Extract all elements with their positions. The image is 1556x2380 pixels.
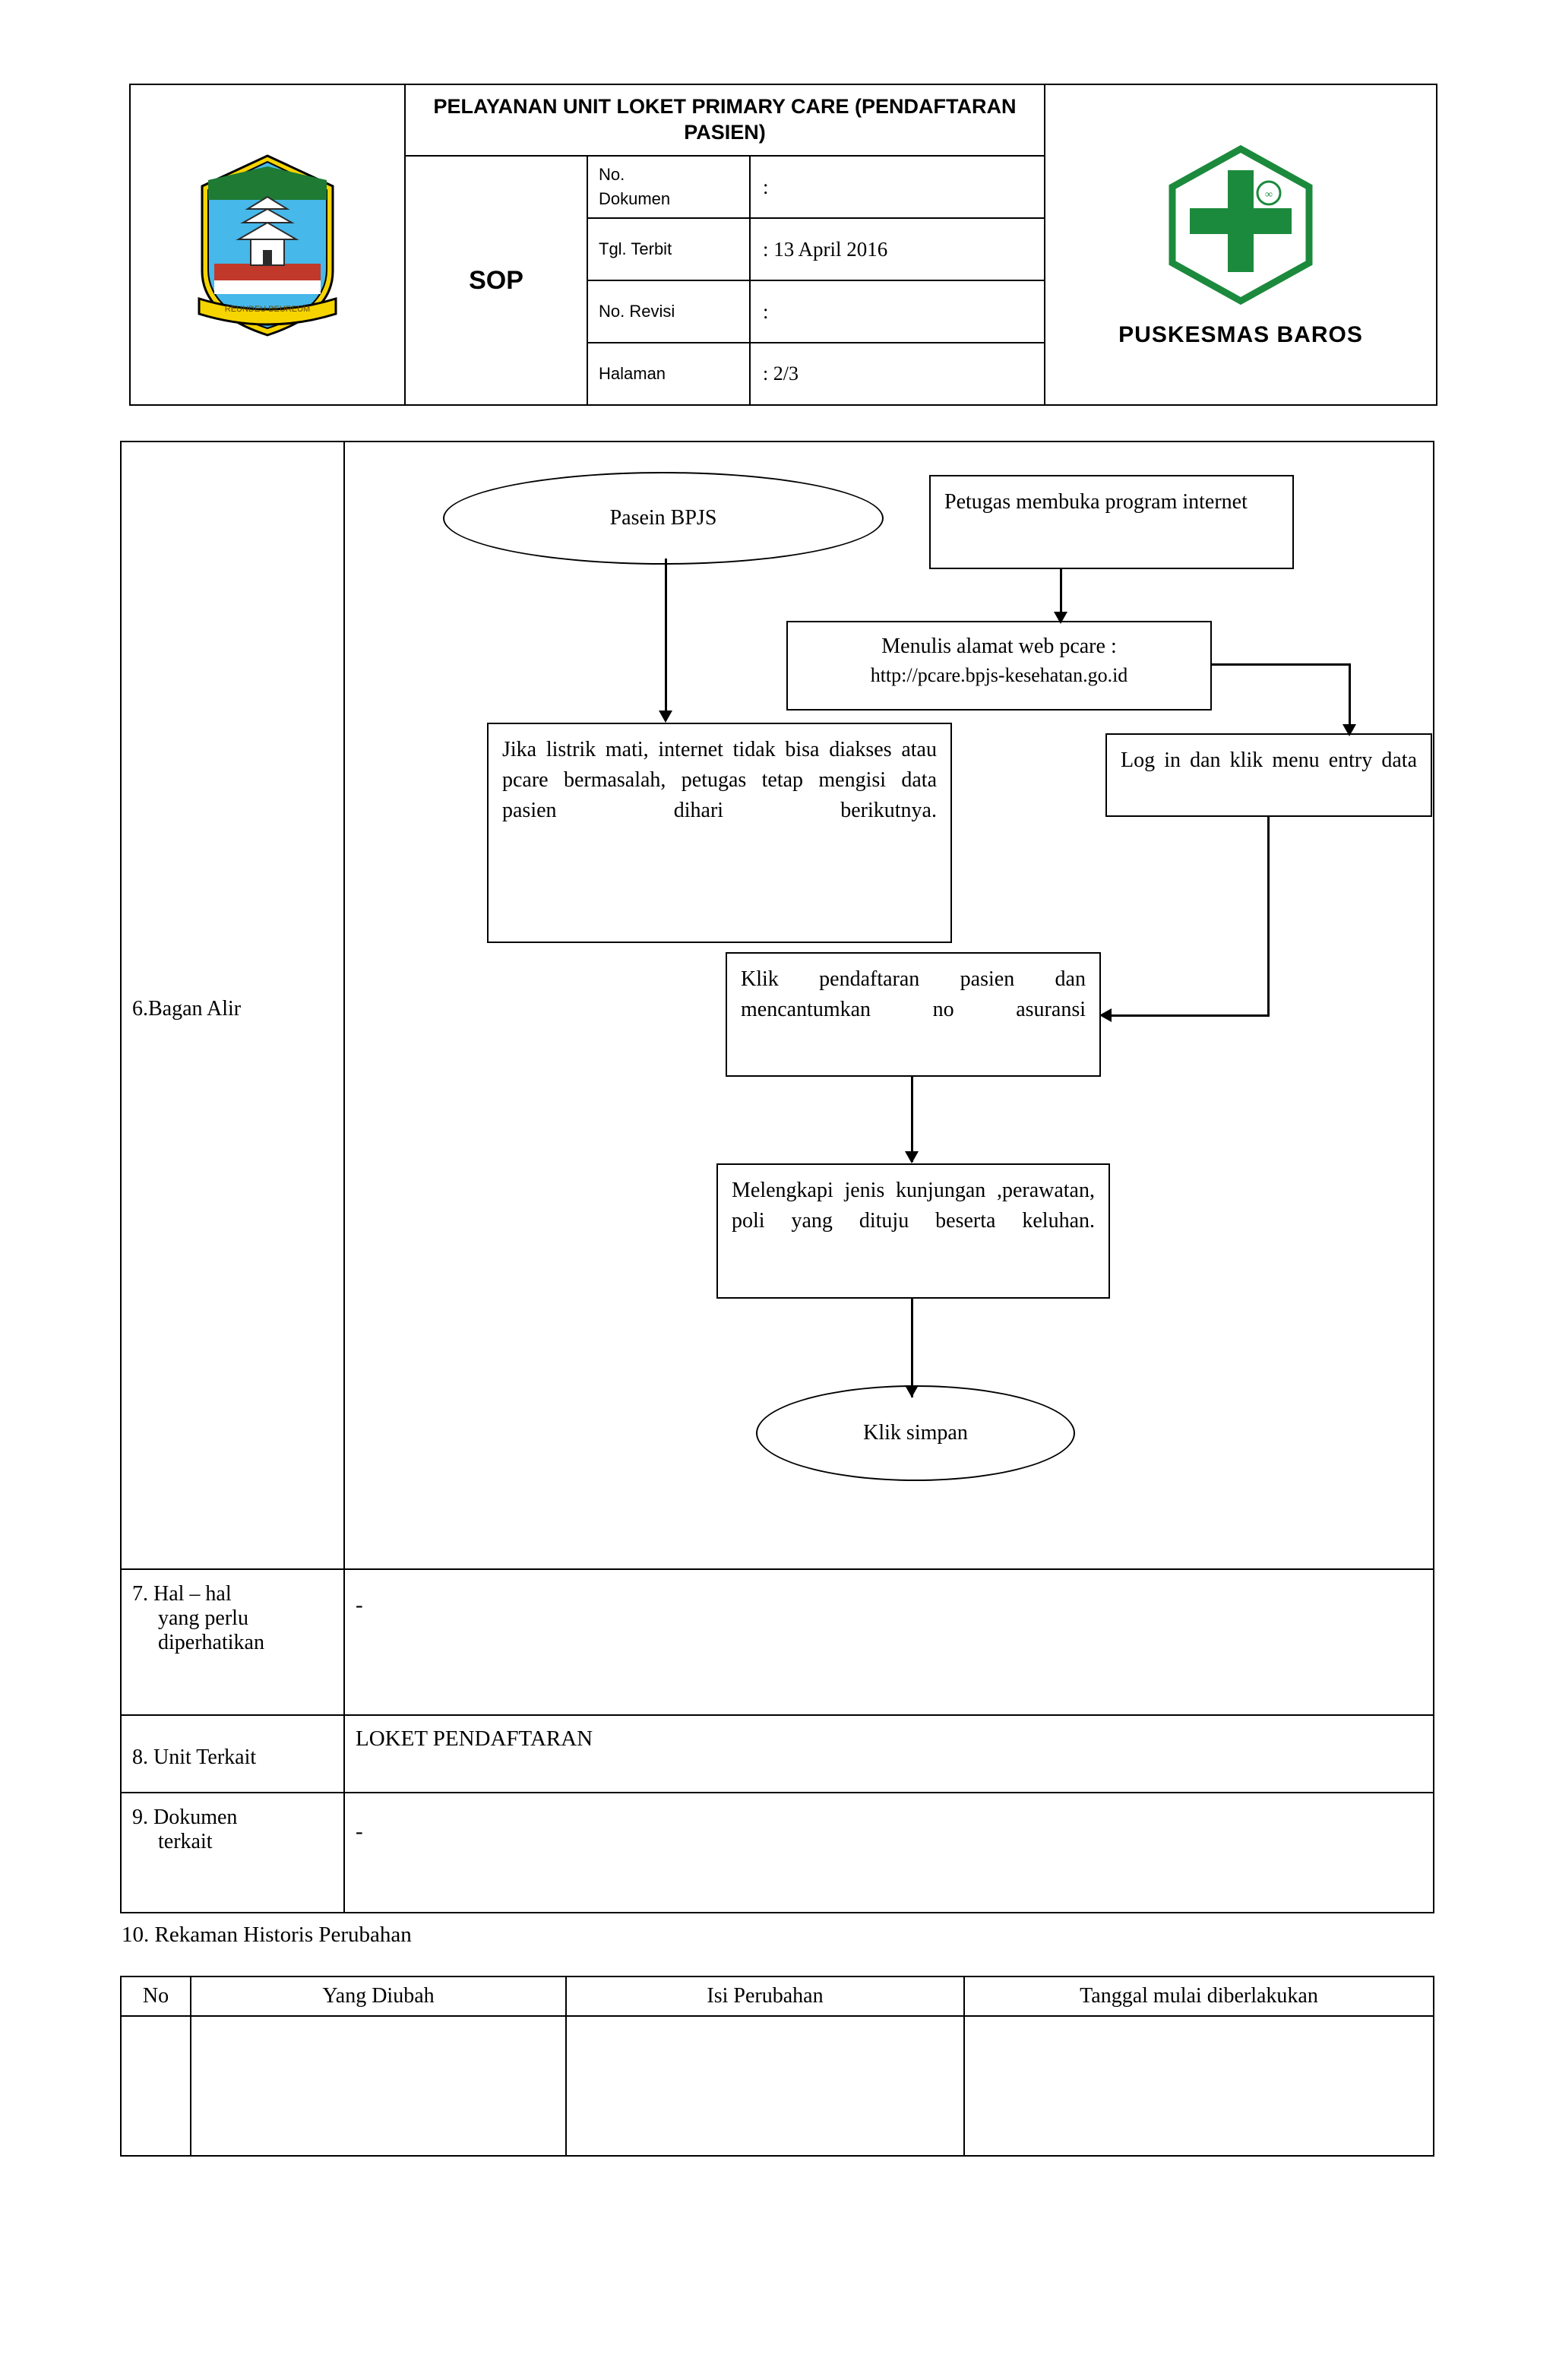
connector-buka-to-alamat <box>1060 569 1062 621</box>
meta-key-halaman: Halaman <box>588 343 751 404</box>
value-hal-hal: - <box>343 1568 1434 1716</box>
flow-node-alamat-web: Menulis alamat web pcare : http://pcare.… <box>786 621 1212 711</box>
flow-node-klik-simpan: Klik simpan <box>756 1385 1075 1481</box>
connector-alamat-right <box>1210 663 1350 666</box>
label-bagan-alir: 6.Bagan Alir <box>120 441 345 1570</box>
label-unit-terkait: 8. Unit Terkait <box>120 1714 345 1793</box>
city-emblem-icon: REUNDEU BEUREUM <box>198 154 337 337</box>
label-hal-hal-line1: 7. Hal – hal <box>132 1582 232 1606</box>
meta-key-line1: No. <box>599 165 625 185</box>
history-title: 10. Rekaman Historis Perubahan <box>122 1923 412 1947</box>
flow-node-listrik-mati-label: Jika listrik mati, internet tidak bisa d… <box>502 738 937 822</box>
row-bagan-alir: 6.Bagan Alir Pasein BPJS Petugas membuka… <box>120 441 1434 1570</box>
history-col-no: No <box>120 1976 191 2017</box>
svg-text:∞: ∞ <box>1265 189 1273 201</box>
label-dokumen-terkait-line2: terkait <box>158 1830 213 1853</box>
sop-label: SOP <box>406 157 588 404</box>
puskesmas-cell: ∞ PUSKESMAS BAROS <box>1045 85 1436 404</box>
meta-key-line2: Dokumen <box>599 189 671 208</box>
puskesmas-name: PUSKESMAS BAROS <box>1118 322 1363 347</box>
flow-node-start-label: Pasein BPJS <box>609 506 717 530</box>
meta-row-halaman: Halaman : 2/3 <box>588 343 1044 404</box>
flow-node-buka-program-label: Petugas membuka program internet <box>944 490 1248 514</box>
header-meta-rows: No. Dokumen : Tgl. Terbit : 13 April 201… <box>588 157 1044 404</box>
connector-login-down <box>1267 815 1270 1016</box>
connector-klik-to-melengkapi <box>911 1077 913 1162</box>
connector-login-left <box>1102 1014 1270 1017</box>
flow-node-login: Log in dan klik menu entry data <box>1105 733 1432 817</box>
history-header-row: No Yang Diubah Isi Perubahan Tanggal mul… <box>120 1976 1434 2017</box>
label-hal-hal-line2: yang perlu <box>158 1606 248 1630</box>
history-cell-isi-perubahan <box>565 2015 965 2157</box>
cell-flowchart: Pasein BPJS Petugas membuka program inte… <box>343 441 1434 1570</box>
value-unit-terkait: LOKET PENDAFTARAN <box>343 1714 1434 1793</box>
meta-key-no-revisi: No. Revisi <box>588 281 751 342</box>
document-title: PELAYANAN UNIT LOKET PRIMARY CARE (PENDA… <box>406 85 1044 157</box>
green-cross-icon: ∞ <box>1169 144 1313 305</box>
flow-node-melengkapi: Melengkapi jenis kunjungan ,perawatan, p… <box>716 1163 1110 1299</box>
meta-value-no-revisi: : <box>763 299 769 323</box>
connector-alamat-down <box>1349 663 1351 735</box>
flow-node-buka-program: Petugas membuka program internet <box>929 475 1294 569</box>
flow-node-listrik-mati: Jika listrik mati, internet tidak bisa d… <box>487 723 952 943</box>
flowchart: Pasein BPJS Petugas membuka program inte… <box>346 443 1432 1568</box>
history-col-tanggal: Tanggal mulai diberlakukan <box>963 1976 1434 2017</box>
city-emblem-cell: REUNDEU BEUREUM <box>131 85 406 404</box>
arrow-buka-to-alamat <box>1054 612 1067 624</box>
arrow-login-to-klik <box>1099 1008 1112 1022</box>
value-dokumen-terkait: - <box>343 1792 1434 1913</box>
history-table: No Yang Diubah Isi Perubahan Tanggal mul… <box>120 1976 1434 2157</box>
arrow-melengkapi-to-simpan <box>905 1385 919 1397</box>
connector-start-to-listrik <box>665 559 667 720</box>
flow-node-klik-simpan-label: Klik simpan <box>863 1421 968 1445</box>
arrow-start-to-listrik <box>659 711 672 723</box>
flow-node-login-label: Log in dan klik menu entry data <box>1121 748 1417 772</box>
meta-row-no-dokumen: No. Dokumen : <box>588 157 1044 219</box>
meta-value-tgl-terbit: : 13 April 2016 <box>763 237 888 261</box>
flow-node-start: Pasein BPJS <box>443 472 884 565</box>
label-hal-hal-line3: diperhatikan <box>158 1631 264 1654</box>
connector-melengkapi-to-simpan <box>911 1299 913 1397</box>
flow-node-klik-pendaftaran: Klik pendaftaran pasien dan mencantumkan… <box>726 952 1101 1077</box>
meta-row-tgl-terbit: Tgl. Terbit : 13 April 2016 <box>588 219 1044 281</box>
arrow-alamat-to-login <box>1343 724 1356 736</box>
row-dokumen-terkait: 9. Dokumen terkait - <box>120 1792 1434 1913</box>
history-col-isi-perubahan: Isi Perubahan <box>565 1976 965 2017</box>
header-middle: PELAYANAN UNIT LOKET PRIMARY CARE (PENDA… <box>406 85 1045 404</box>
flow-node-alamat-web-line2: http://pcare.bpjs-kesehatan.go.id <box>870 663 1128 686</box>
row-unit-terkait: 8. Unit Terkait LOKET PENDAFTARAN <box>120 1714 1434 1793</box>
history-cell-no <box>120 2015 191 2157</box>
flow-node-melengkapi-label: Melengkapi jenis kunjungan ,perawatan, p… <box>732 1179 1095 1233</box>
document-header: REUNDEU BEUREUM PELAYANAN UNIT LOKET PRI… <box>129 84 1437 406</box>
row-hal-hal: 7. Hal – hal yang perlu diperhatikan - <box>120 1568 1434 1716</box>
history-col-yang-diubah: Yang Diubah <box>190 1976 567 2017</box>
history-cell-yang-diubah <box>190 2015 567 2157</box>
meta-value-halaman: : 2/3 <box>763 362 799 385</box>
meta-value-no-dokumen: : <box>763 175 769 198</box>
sop-content-table: 6.Bagan Alir Pasein BPJS Petugas membuka… <box>120 441 1434 1913</box>
meta-key-tgl-terbit: Tgl. Terbit <box>588 219 751 280</box>
label-hal-hal: 7. Hal – hal yang perlu diperhatikan <box>120 1568 345 1716</box>
label-dokumen-terkait-line1: 9. Dokumen <box>132 1806 238 1829</box>
history-cell-tanggal <box>963 2015 1434 2157</box>
table-row <box>120 2015 1434 2157</box>
svg-text:REUNDEU BEUREUM: REUNDEU BEUREUM <box>225 305 310 314</box>
arrow-klik-to-melengkapi <box>905 1151 919 1163</box>
label-dokumen-terkait: 9. Dokumen terkait <box>120 1792 345 1913</box>
flow-node-klik-pendaftaran-label: Klik pendaftaran pasien dan mencantumkan… <box>741 967 1086 1021</box>
flow-node-alamat-web-line1: Menulis alamat web pcare : <box>881 635 1117 658</box>
meta-row-no-revisi: No. Revisi : <box>588 281 1044 343</box>
